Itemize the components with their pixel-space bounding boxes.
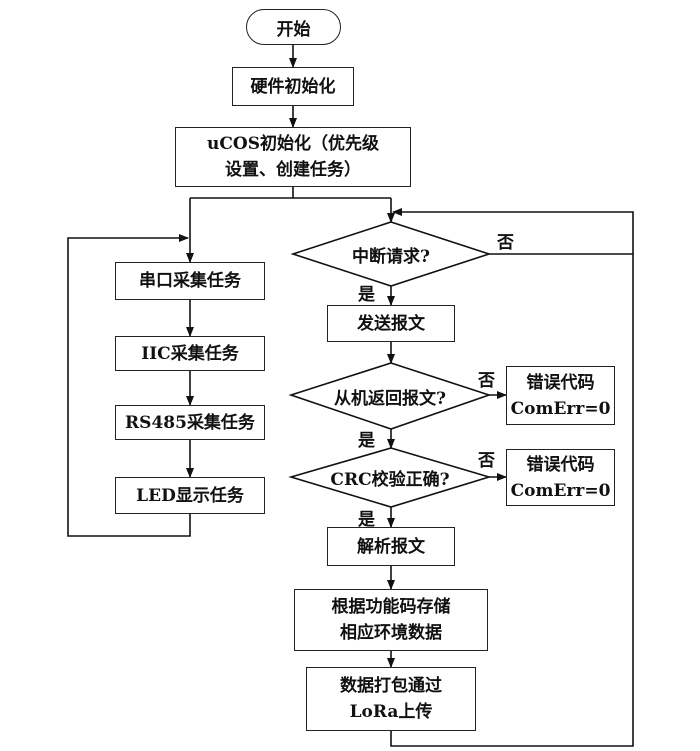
label-no-interrupt: 否	[497, 233, 514, 253]
led-task-label: LED显示任务	[136, 485, 244, 506]
rs485-task-label: RS485采集任务	[125, 412, 255, 433]
decision-crc-shape	[288, 447, 492, 508]
iic-task-box: IIC采集任务	[115, 336, 265, 371]
send-box: 发送报文	[327, 305, 455, 342]
upload-line-2: LoRa上传	[349, 702, 433, 722]
label-yes-interrupt: 是	[358, 285, 375, 305]
ucos-init-box: uCOS初始化（优先级 设置、创建任务）	[175, 127, 411, 187]
crc-error-box: 错误代码 ComErr=0	[506, 449, 615, 506]
connector-interrupt-no	[392, 208, 634, 255]
label-yes-reply: 是	[358, 431, 375, 451]
ucos-init-line-2: 设置、创建任务）	[225, 160, 361, 180]
start-label: 开始	[276, 19, 311, 40]
send-label: 发送报文	[357, 313, 425, 334]
decision-crc: CRC校验正确?	[291, 461, 489, 493]
label-yes-crc: 是	[358, 510, 375, 530]
label-no-crc: 否	[478, 451, 495, 471]
label-no-reply: 否	[478, 371, 495, 391]
parse-box: 解析报文	[327, 527, 455, 566]
hw-init-label: 硬件初始化	[250, 76, 336, 97]
decision-interrupt-label: 中断请求?	[352, 246, 430, 267]
parse-label: 解析报文	[357, 536, 425, 557]
reply-error-box: 错误代码 ComErr=0	[506, 366, 615, 425]
rs485-task-box: RS485采集任务	[115, 405, 265, 440]
loop-back-left	[67, 234, 191, 537]
reply-error-line-1: 错误代码	[526, 372, 595, 393]
serial-task-box: 串口采集任务	[115, 262, 265, 300]
store-box: 根据功能码存储 相应环境数据	[294, 589, 488, 651]
crc-error-line-1: 错误代码	[526, 454, 595, 475]
ucos-init-line-1: uCOS初始化（优先级	[207, 134, 379, 154]
decision-reply-shape	[288, 362, 492, 430]
led-task-box: LED显示任务	[115, 477, 265, 514]
upload-box: 数据打包通过 LoRa上传	[306, 667, 476, 731]
start-terminator: 开始	[246, 9, 341, 45]
crc-error-line-2: ComErr=0	[510, 480, 611, 501]
connector-ucos-split	[190, 187, 391, 199]
iic-task-label: IIC采集任务	[141, 343, 239, 364]
decision-reply: 从机返回报文?	[291, 380, 489, 412]
serial-task-label: 串口采集任务	[139, 271, 241, 291]
decision-reply-label: 从机返回报文?	[334, 388, 446, 409]
decision-crc-label: CRC校验正确?	[330, 469, 450, 490]
hw-init-box: 硬件初始化	[232, 67, 354, 106]
decision-interrupt-shape	[290, 221, 492, 287]
reply-error-line-2: ComErr=0	[510, 398, 611, 419]
store-line-1: 根据功能码存储	[331, 597, 451, 617]
store-line-2: 相应环境数据	[340, 623, 442, 643]
upload-line-1: 数据打包通过	[340, 676, 442, 696]
decision-interrupt: 中断请求?	[293, 238, 489, 270]
loop-back-right	[390, 254, 634, 747]
